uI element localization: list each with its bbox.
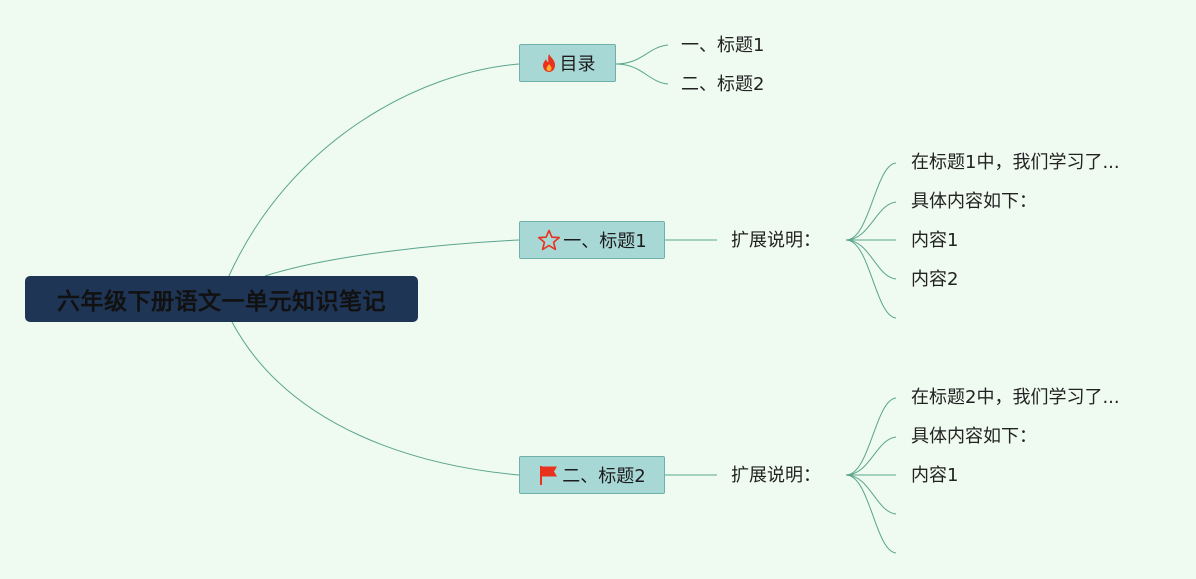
root-node[interactable]: 六年级下册语文一单元知识笔记 — [25, 276, 418, 322]
connector-s1-item2 — [845, 201, 897, 241]
root-label: 六年级下册语文一单元知识笔记 — [57, 289, 386, 315]
connector-s2-item5 — [845, 474, 897, 554]
section2-item-2[interactable]: 具体内容如下： — [911, 426, 1037, 447]
section2-item-1[interactable]: 在标题2中，我们学习了... — [911, 387, 1120, 408]
connector-root-toc — [227, 63, 520, 279]
section2-item-3[interactable]: 内容1 — [911, 465, 959, 486]
connector-toc-item2 — [615, 63, 669, 85]
section1-label: 一、标题1 — [563, 231, 647, 252]
section1-ext-label[interactable]: 扩展说明： — [731, 230, 821, 251]
star-icon — [537, 229, 561, 251]
connector-s1-item4 — [845, 239, 897, 280]
section2-ext-label[interactable]: 扩展说明： — [731, 465, 821, 486]
toc-item-1[interactable]: 一、标题1 — [681, 35, 765, 56]
connector-s2-item2 — [845, 436, 897, 476]
section1-item-1[interactable]: 在标题1中，我们学习了... — [911, 152, 1120, 173]
toc-item-2[interactable]: 二、标题2 — [681, 74, 765, 95]
section2-node[interactable]: 二、标题2 — [519, 456, 665, 494]
section2-label: 二、标题2 — [562, 466, 646, 487]
connector-root-section2 — [231, 321, 520, 476]
section1-node[interactable]: 一、标题1 — [519, 221, 665, 259]
section1-item-2[interactable]: 具体内容如下： — [911, 191, 1037, 212]
toc-label: 目录 — [559, 54, 596, 75]
connector-root-section1 — [264, 239, 520, 277]
connector-s2-item1 — [845, 397, 897, 476]
section1-item-3[interactable]: 内容1 — [911, 230, 959, 251]
connector-s2-item4 — [845, 474, 897, 515]
fire-icon — [540, 53, 558, 73]
connector-toc-item1 — [615, 44, 669, 65]
flag-icon — [538, 464, 560, 486]
connector-s1-item5 — [845, 239, 897, 319]
toc-node[interactable]: 目录 — [519, 44, 616, 82]
connector-s1-item1 — [845, 162, 897, 241]
section1-item-4[interactable]: 内容2 — [911, 269, 959, 290]
